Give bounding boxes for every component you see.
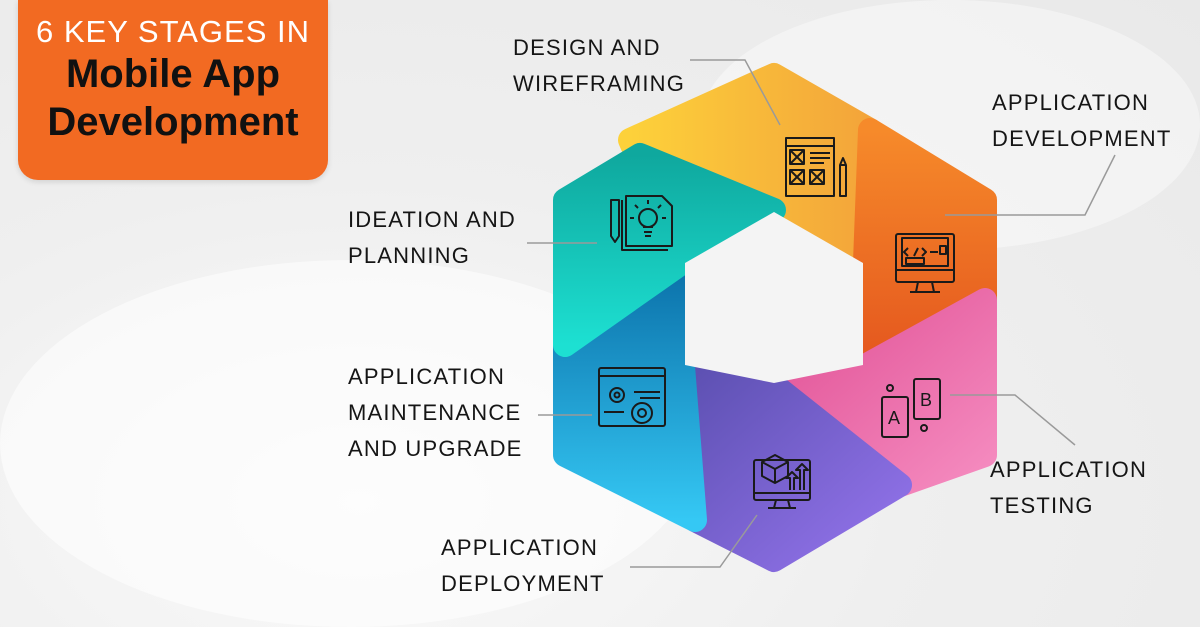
title-badge: 6 KEY STAGES IN Mobile App Development xyxy=(18,0,328,180)
title-line-3: Development xyxy=(47,100,299,144)
gears-window-icon xyxy=(598,367,666,427)
label-line: MAINTENANCE xyxy=(348,400,522,425)
label-line: APPLICATION xyxy=(990,457,1148,482)
deploy-monitor-icon xyxy=(753,454,811,509)
label-line: APPLICATION xyxy=(992,90,1150,115)
label-line: WIREFRAMING xyxy=(513,71,686,96)
hexagon-center xyxy=(685,212,863,383)
label-line: APPLICATION xyxy=(348,364,506,389)
label-line: PLANNING xyxy=(348,243,471,268)
leader-line-testing xyxy=(950,394,1076,446)
stage-label-development: APPLICATION DEVELOPMENT xyxy=(992,85,1171,157)
stage-label-deployment: APPLICATION DEPLOYMENT xyxy=(441,530,605,602)
wireframe-icon xyxy=(785,137,847,197)
code-monitor-icon xyxy=(895,233,955,293)
label-line: DEVELOPMENT xyxy=(992,126,1172,151)
stage-label-testing: APPLICATION TESTING xyxy=(990,452,1147,524)
label-line: APPLICATION xyxy=(441,535,599,560)
segment-ideation xyxy=(553,143,786,357)
leader-line-deployment xyxy=(630,514,758,568)
svg-text:B: B xyxy=(920,390,932,410)
stage-label-design: DESIGN AND WIREFRAMING xyxy=(513,30,685,102)
title-line-1: 6 KEY STAGES IN xyxy=(35,14,310,49)
stage-label-ideation: IDEATION AND PLANNING xyxy=(348,202,516,274)
stage-label-maintenance: APPLICATION MAINTENANCE AND UPGRADE xyxy=(348,359,523,467)
label-line: DESIGN AND xyxy=(513,35,661,60)
label-line: TESTING xyxy=(990,493,1094,518)
title-line-2: Mobile App xyxy=(65,52,281,96)
leader-line-design xyxy=(690,59,781,126)
label-line: DEPLOYMENT xyxy=(441,571,605,596)
svg-text:A: A xyxy=(888,408,900,428)
lightbulb-document-icon xyxy=(610,195,673,251)
label-line: IDEATION AND xyxy=(348,207,517,232)
leader-line-development xyxy=(945,154,1116,216)
ab-testing-icon: B A xyxy=(881,378,941,438)
label-line: AND UPGRADE xyxy=(348,436,523,461)
